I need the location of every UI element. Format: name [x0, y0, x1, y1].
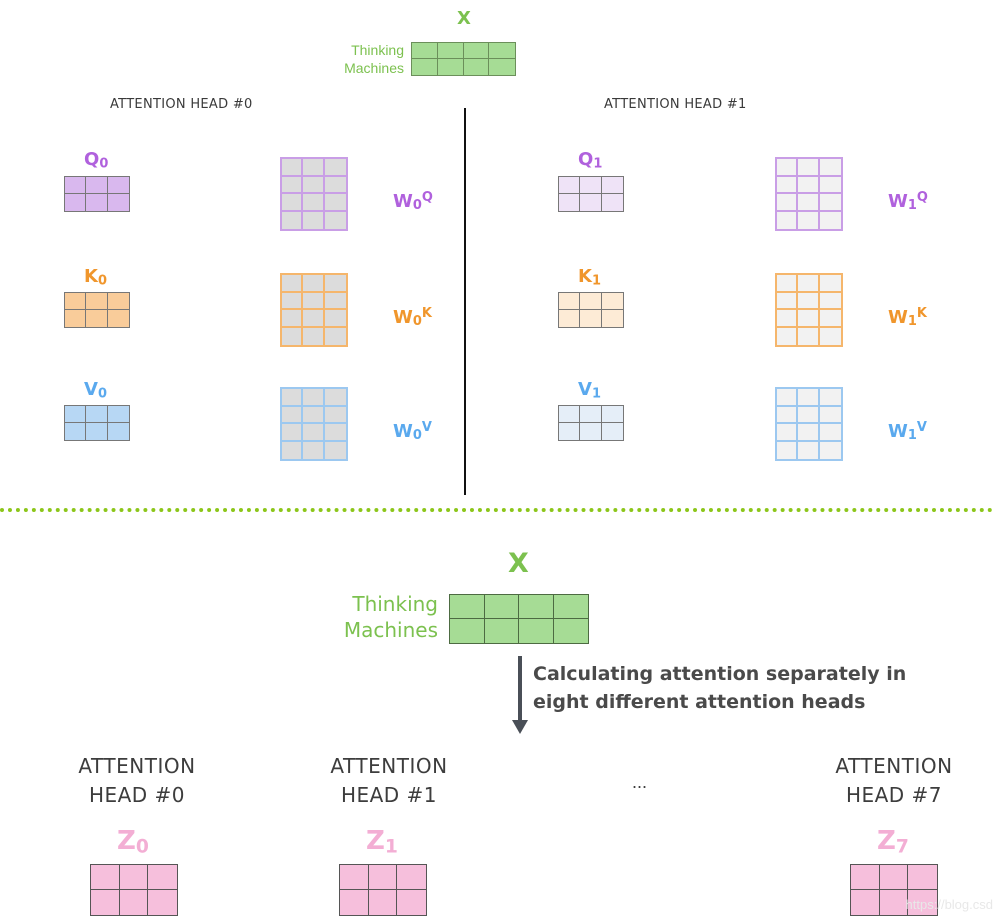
head1-wv-matrix [775, 387, 843, 461]
z7-label: Z7 [877, 826, 909, 858]
down-arrow-icon [512, 656, 528, 734]
head1-q-matrix [558, 176, 624, 212]
head0-wv-matrix [280, 387, 348, 461]
bottom-head1-label: ATTENTION HEAD #1 [308, 752, 470, 810]
head0-k-label: K0 [84, 266, 107, 289]
top-input-label-line1: Thinking [351, 42, 404, 58]
bottom-head7-label-line2: HEAD #7 [845, 783, 943, 807]
z7-matrix [850, 864, 938, 916]
head1-wq-label: W1Q [888, 190, 928, 214]
head0-q-matrix [64, 176, 130, 212]
bottom-input-label-line2: Machines [343, 618, 438, 642]
watermark: https://blog.csd [905, 897, 993, 912]
head0-wk-label: W0K [393, 306, 432, 330]
head-divider [464, 108, 466, 495]
top-input-matrix [411, 42, 516, 76]
head0-q-label: Q0 [84, 149, 109, 172]
head1-v-matrix [558, 405, 624, 441]
bottom-input-label-line1: Thinking [352, 592, 438, 616]
bottom-head1-label-line1: ATTENTION [330, 754, 448, 778]
bottom-head7-label-line1: ATTENTION [835, 754, 953, 778]
z0-matrix [90, 864, 178, 916]
bottom-input-label: Thinking Machines [300, 591, 438, 643]
head1-v-label: V1 [578, 379, 601, 402]
head0-wq-matrix [280, 157, 348, 231]
bottom-head7-label: ATTENTION HEAD #7 [813, 752, 975, 810]
bottom-head0-label: ATTENTION HEAD #0 [56, 752, 218, 810]
head0-v-matrix [64, 405, 130, 441]
bottom-x-label: X [508, 548, 529, 579]
head1-wk-label: W1K [888, 306, 927, 330]
head1-k-matrix [558, 292, 624, 328]
z0-label: Z0 [117, 826, 149, 858]
head1-q-label: Q1 [578, 149, 603, 172]
head0-k-matrix [64, 292, 130, 328]
bottom-head1-label-line2: HEAD #1 [340, 783, 438, 807]
top-input-label-line2: Machines [344, 60, 404, 76]
head1-title: ATTENTION HEAD #1 [604, 97, 747, 112]
arrow-caption-line2: eight different attention heads [533, 691, 866, 713]
arrow-caption: Calculating attention separately in eigh… [533, 660, 906, 716]
bottom-head0-label-line1: ATTENTION [78, 754, 196, 778]
head1-k-label: K1 [578, 266, 601, 289]
bottom-input-matrix [449, 594, 589, 644]
head0-wk-matrix [280, 273, 348, 347]
section-divider [0, 508, 993, 512]
top-input-label: Thinking Machines [318, 41, 404, 77]
top-x-label: X [457, 8, 471, 29]
z1-matrix [339, 864, 427, 916]
head0-wq-label: W0Q [393, 190, 433, 214]
bottom-ellipsis: ... [632, 772, 648, 792]
head0-v-label: V0 [84, 379, 107, 402]
head0-title: ATTENTION HEAD #0 [110, 97, 253, 112]
arrow-caption-line1: Calculating attention separately in [533, 663, 907, 685]
z1-label: Z1 [366, 826, 398, 858]
head1-wv-label: W1V [888, 420, 927, 444]
head1-wq-matrix [775, 157, 843, 231]
head0-wv-label: W0V [393, 420, 432, 444]
head1-wk-matrix [775, 273, 843, 347]
bottom-head0-label-line2: HEAD #0 [88, 783, 186, 807]
